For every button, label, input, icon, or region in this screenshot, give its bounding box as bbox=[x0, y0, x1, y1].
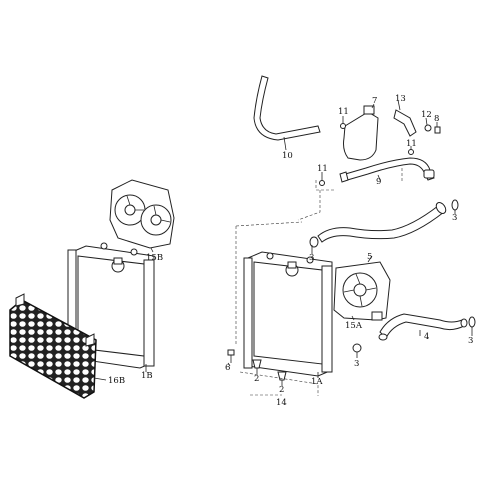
label-10: 10 bbox=[282, 151, 293, 161]
label-2b: 2 bbox=[279, 385, 284, 395]
label-11c: 11 bbox=[317, 164, 328, 174]
label-9: 9 bbox=[376, 177, 381, 187]
bolt-6 bbox=[227, 349, 235, 363]
label-15b: 15B bbox=[146, 253, 163, 263]
radiator-1A bbox=[243, 251, 333, 377]
label-1b: 1B bbox=[141, 371, 153, 381]
label-3d: 3 bbox=[354, 359, 359, 369]
assembly-lines bbox=[235, 168, 403, 396]
part-labels: 10 11 7 13 12 8 11 11 9 3 3 5 15A 4 3 3 … bbox=[108, 94, 473, 408]
fan-15B bbox=[109, 179, 175, 249]
label-2a: 2 bbox=[254, 374, 259, 384]
grommet-2a bbox=[252, 359, 262, 369]
lower-hose-4 bbox=[378, 313, 468, 341]
fan-15A bbox=[333, 261, 391, 321]
label-8: 8 bbox=[434, 114, 439, 124]
clamp-3b bbox=[309, 236, 319, 248]
bolt-8 bbox=[434, 122, 441, 134]
radiator-1B bbox=[67, 242, 155, 369]
label-3b: 3 bbox=[309, 253, 314, 263]
clamp-3a bbox=[451, 199, 459, 211]
grille-16B bbox=[9, 293, 97, 399]
label-16b: 16B bbox=[108, 376, 125, 386]
upper-hose-10 bbox=[253, 75, 321, 151]
label-3a: 3 bbox=[452, 213, 457, 223]
washer-12 bbox=[424, 117, 432, 132]
label-11a: 11 bbox=[338, 107, 349, 117]
radiator-hose-upper bbox=[317, 202, 447, 243]
leader-lines bbox=[93, 174, 473, 386]
label-13: 13 bbox=[395, 94, 406, 104]
label-4: 4 bbox=[424, 332, 429, 342]
bracket-13 bbox=[393, 99, 417, 137]
clamp-3d bbox=[352, 343, 362, 353]
label-12: 12 bbox=[421, 110, 432, 120]
label-3c: 3 bbox=[468, 336, 473, 346]
overflow-hose-9 bbox=[339, 157, 435, 183]
reservoir-7 bbox=[343, 103, 379, 161]
label-5: 5 bbox=[367, 252, 372, 262]
label-15a: 15A bbox=[345, 321, 363, 331]
clamp-3c bbox=[468, 316, 476, 328]
clip-11c bbox=[319, 172, 325, 186]
label-11b: 11 bbox=[406, 139, 417, 149]
label-7: 7 bbox=[372, 96, 377, 106]
label-6: 6 bbox=[225, 363, 230, 373]
clip-11b bbox=[408, 146, 414, 155]
clip-11a bbox=[340, 116, 346, 129]
label-1a: 1A bbox=[311, 377, 323, 387]
label-14: 14 bbox=[276, 398, 287, 408]
